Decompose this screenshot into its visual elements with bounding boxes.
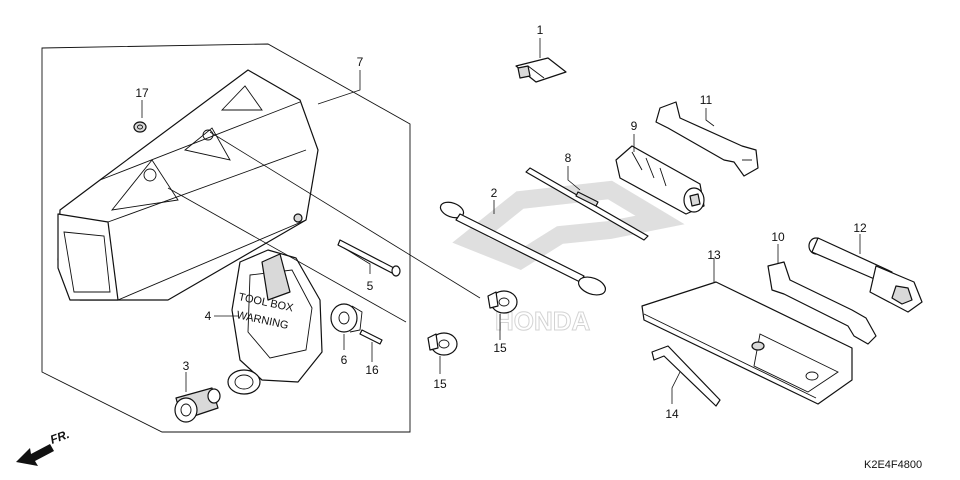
callout-13: 13 bbox=[707, 248, 721, 262]
tool-strap-part[interactable] bbox=[438, 199, 608, 298]
callout-16: 16 bbox=[365, 363, 379, 377]
spark-plug-wrench-part[interactable] bbox=[808, 237, 923, 313]
wrench-part[interactable] bbox=[767, 261, 877, 345]
honda-watermark: HONDA bbox=[452, 180, 685, 337]
screwdriver-handle-part[interactable] bbox=[615, 145, 705, 215]
callout-14: 14 bbox=[665, 407, 679, 421]
assembly-boundary bbox=[41, 43, 411, 433]
callout-4: 4 bbox=[205, 309, 212, 323]
screwdriver-part[interactable] bbox=[525, 167, 649, 241]
screw-part[interactable] bbox=[487, 290, 518, 314]
fuse-puller-part[interactable] bbox=[515, 57, 567, 83]
callout-12: 12 bbox=[853, 221, 867, 235]
callout-1: 1 bbox=[537, 23, 544, 37]
callout-2: 2 bbox=[491, 186, 498, 200]
front-direction-label: FR. bbox=[48, 427, 71, 447]
tool-box-cover[interactable]: TOOL BOX WARNING bbox=[227, 249, 323, 395]
collar-part[interactable] bbox=[330, 303, 363, 333]
callout-7: 7 bbox=[357, 55, 364, 69]
bolt-part[interactable] bbox=[337, 239, 401, 277]
callout-5: 5 bbox=[367, 279, 374, 293]
leader-lines bbox=[141, 38, 861, 404]
callout-labels: 1 2 3 4 5 6 7 8 9 10 11 12 13 14 15 15 1… bbox=[135, 23, 867, 421]
callout-11: 11 bbox=[700, 93, 713, 107]
callout-17: 17 bbox=[135, 86, 149, 100]
callout-6: 6 bbox=[341, 353, 348, 367]
callout-9: 9 bbox=[631, 119, 638, 133]
callout-10: 10 bbox=[771, 230, 785, 244]
wrench-part[interactable] bbox=[655, 101, 759, 177]
front-direction-arrow: FR. bbox=[16, 427, 71, 466]
tool-box-case[interactable] bbox=[57, 69, 319, 301]
diagram-code: K2E4F4800 bbox=[864, 459, 922, 471]
callout-15: 15 bbox=[433, 377, 447, 391]
nut-part[interactable] bbox=[133, 121, 147, 133]
callout-15: 15 bbox=[493, 341, 507, 355]
hex-wrench-part[interactable] bbox=[651, 345, 721, 407]
tool-bag-part[interactable] bbox=[641, 281, 853, 405]
screw-part[interactable] bbox=[427, 332, 458, 356]
callout-8: 8 bbox=[565, 151, 572, 165]
callout-3: 3 bbox=[183, 359, 190, 373]
grommet-part[interactable] bbox=[174, 387, 221, 423]
pin-part[interactable] bbox=[359, 329, 383, 345]
